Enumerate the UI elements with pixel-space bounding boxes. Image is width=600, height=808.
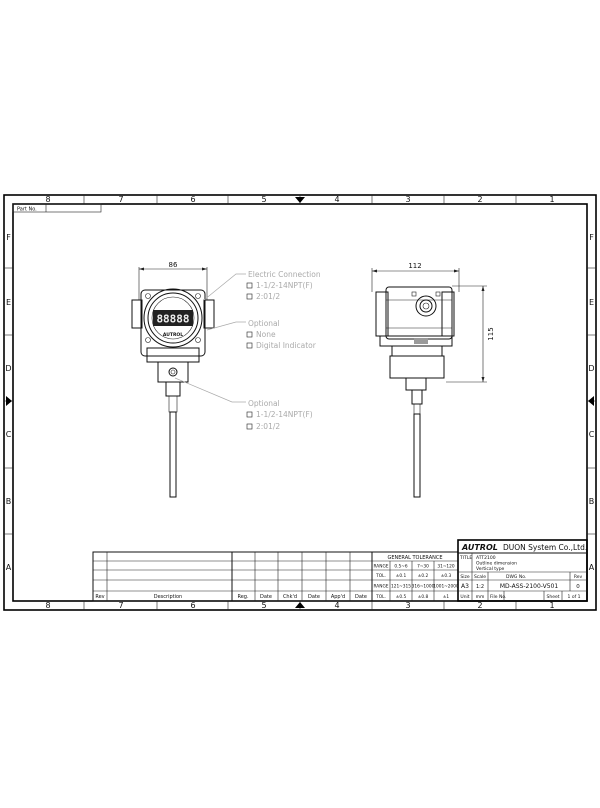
dwg-value: MD-ASS-2100-V501: [500, 583, 559, 590]
tol-cell: RANGE: [373, 584, 388, 590]
tol-cell: RANGE: [373, 564, 388, 570]
col-label-top: 4: [334, 195, 339, 204]
tol-cell: ±0.1: [396, 573, 407, 579]
size-value: A3: [461, 583, 469, 590]
row-label-right: E: [589, 298, 594, 307]
front-width-dim: 86: [169, 261, 178, 269]
callout-process-title: Optional: [248, 399, 280, 408]
reg-col-header: Reg.: [237, 594, 248, 600]
tolerance-heading: GENERAL TOLERANCE: [387, 555, 442, 561]
row-label-right: B: [589, 497, 595, 506]
row-label-left: B: [6, 497, 12, 506]
title-line-3: Vertical type: [476, 566, 505, 572]
tol-cell: ±0.3: [441, 573, 452, 579]
row-label-left: D: [5, 364, 11, 373]
row-label-left: E: [6, 298, 11, 307]
tol-cell: 7~30: [417, 564, 429, 570]
col-label-top: 6: [190, 195, 195, 204]
date-col-header: Date: [260, 594, 272, 600]
file-label: File No.: [490, 594, 506, 600]
col-label-bottom: 3: [405, 601, 410, 610]
brand-logo: AUTROL: [461, 543, 498, 552]
col-label-top: 5: [261, 195, 266, 204]
col-label-top: 3: [405, 195, 410, 204]
unit-value: mm: [476, 595, 485, 600]
side-view: 112 115: [371, 262, 495, 498]
title-label: TITLE: [459, 555, 472, 561]
col-label-bottom: 6: [190, 601, 195, 610]
dwg-label: DWG No.: [506, 574, 526, 580]
row-label-right: D: [588, 364, 594, 373]
side-width-dim: 112: [408, 262, 421, 270]
rev-col-header: Rev: [95, 594, 104, 600]
col-label-bottom: 5: [261, 601, 266, 610]
tol-cell: 31~120: [437, 564, 455, 570]
center-mark-right: [588, 396, 594, 406]
tol-cell: ±0.5: [396, 594, 407, 600]
tol-cell: 316~1000: [412, 584, 435, 590]
sheet-label: Sheet: [546, 594, 559, 600]
col-label-top: 7: [118, 195, 123, 204]
col-label-bottom: 8: [45, 601, 50, 610]
col-label-top: 8: [45, 195, 50, 204]
rev-label: Rev: [574, 574, 583, 580]
tol-cell: 121~315: [391, 584, 411, 590]
tol-cell: ±0.2: [418, 573, 429, 579]
title-line-2: Outline dimension: [476, 561, 517, 567]
row-label-right: A: [589, 563, 595, 572]
display-digits: 88888: [156, 313, 189, 326]
brand-label-front: AUTROL: [163, 332, 183, 338]
date3-col-header: Date: [355, 594, 367, 600]
svg-text:Part No.: Part No.: [17, 207, 37, 213]
row-label-left: A: [6, 563, 12, 572]
center-mark-top: [295, 197, 305, 203]
callout-display-opt1: None: [256, 330, 276, 339]
center-mark-left: [6, 396, 12, 406]
col-label-bottom: 2: [477, 601, 482, 610]
col-label-top: 1: [549, 195, 554, 204]
callouts: Electric Connection 1-1/2-14NPT(F) 2:01/…: [174, 270, 321, 431]
unit-label: Unit: [460, 594, 469, 600]
title-block: AUTROL DUON System Co.,Ltd. TITLE ATT210…: [457, 539, 588, 602]
rev-value: 0: [576, 584, 580, 590]
col-label-bottom: 7: [118, 601, 123, 610]
sheet-value: 1 of 1: [568, 594, 581, 600]
callout-electric-opt2: 2:01/2: [256, 292, 280, 301]
side-height-dim: 115: [487, 327, 495, 340]
callout-process-opt1: 1-1/2-14NPT(F): [256, 410, 313, 419]
tol-cell: 0.5~6: [394, 564, 407, 570]
appd-col-header: App'd: [331, 594, 345, 600]
callout-display-opt2: Digital Indicator: [256, 341, 317, 350]
scale-label: Scale: [474, 574, 486, 580]
row-label-left: F: [6, 233, 11, 242]
tol-cell: ±1: [443, 594, 450, 600]
size-label: Size: [460, 574, 469, 580]
tol-cell: TOL.: [375, 573, 386, 579]
col-label-top: 2: [477, 195, 482, 204]
row-label-right: C: [589, 430, 595, 439]
center-mark-bottom: [295, 602, 305, 608]
inner-frame: [12, 203, 588, 602]
col-label-bottom: 4: [334, 601, 339, 610]
title-line-1: ATT2100: [476, 555, 496, 561]
callout-electric-title: Electric Connection: [248, 270, 321, 279]
date2-col-header: Date: [308, 594, 320, 600]
callout-display-title: Optional: [248, 319, 280, 328]
row-label-right: F: [589, 233, 594, 242]
front-view: 86 88888 AUTROL: [131, 261, 215, 498]
tolerance-table: GENERAL TOLERANCE RANGE 0.5~6 7~30 31~12…: [372, 555, 459, 601]
col-label-bottom: 1: [549, 601, 554, 610]
callout-process-opt2: 2:01/2: [256, 422, 280, 431]
chkd-col-header: Chk'd: [283, 594, 297, 600]
company-name: DUON System Co.,Ltd.: [503, 543, 587, 552]
scale-value: 1:2: [476, 584, 484, 590]
tol-cell: 1001~2000: [433, 584, 459, 590]
tol-cell: TOL.: [375, 594, 386, 600]
part-no-box: Part No.: [12, 203, 102, 213]
row-label-left: C: [6, 430, 12, 439]
tol-cell: ±0.8: [418, 594, 429, 600]
description-col-header: Description: [154, 594, 182, 600]
callout-electric-opt1: 1-1/2-14NPT(F): [256, 281, 313, 290]
